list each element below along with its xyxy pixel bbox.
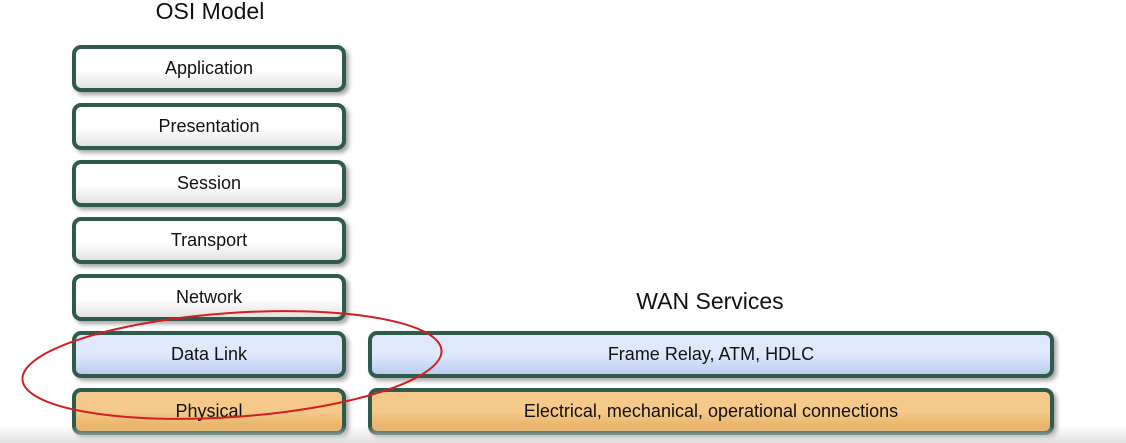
red-circle-annotation bbox=[21, 310, 443, 420]
bottom-fade bbox=[0, 426, 1126, 443]
osi-layer-session: Session bbox=[72, 160, 346, 207]
osi-layer-data-link: Data Link bbox=[72, 331, 346, 378]
osi-model-title: OSI Model bbox=[155, 0, 265, 24]
osi-layer-transport: Transport bbox=[72, 217, 346, 264]
osi-layer-presentation: Presentation bbox=[72, 103, 346, 150]
wan-row-data-link: Frame Relay, ATM, HDLC bbox=[368, 331, 1054, 378]
wan-services-title: WAN Services bbox=[636, 288, 784, 314]
osi-layer-network: Network bbox=[72, 274, 346, 321]
osi-layer-application: Application bbox=[72, 45, 346, 92]
